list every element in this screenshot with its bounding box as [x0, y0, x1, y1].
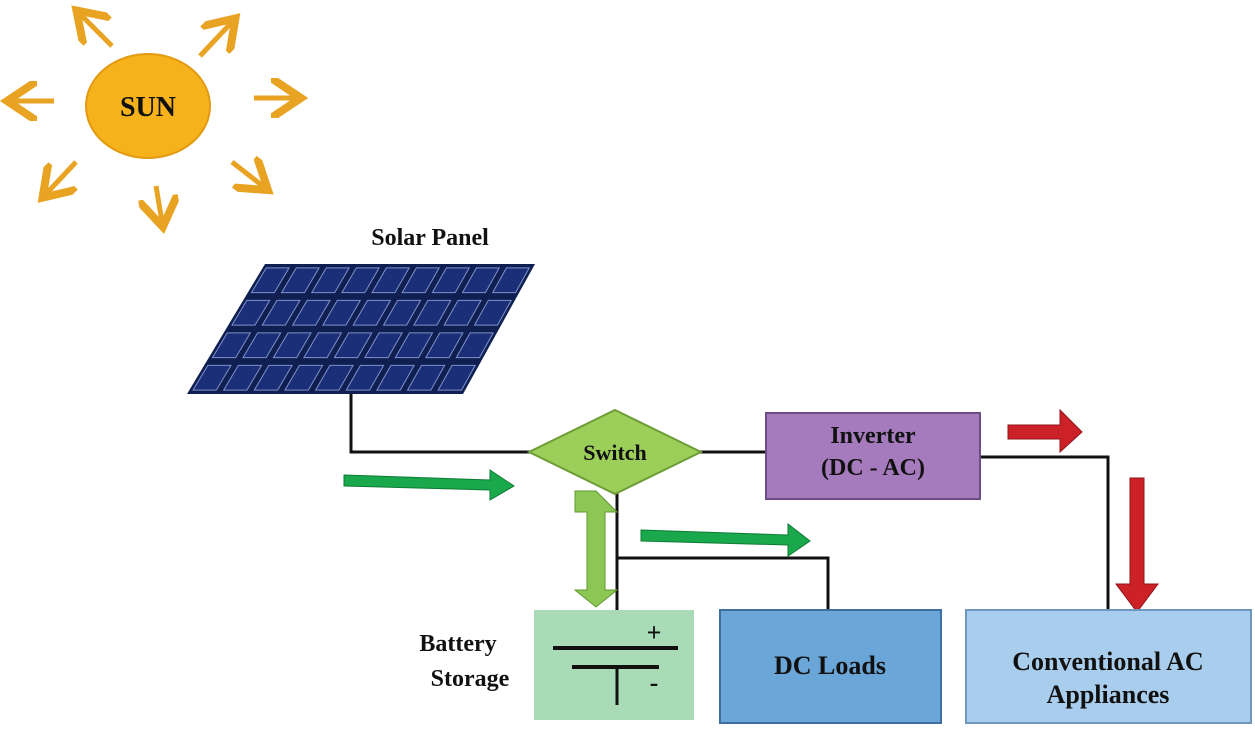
solar-cell [253, 364, 293, 391]
solar-cell [401, 267, 441, 294]
solar-cell [341, 267, 381, 294]
inverter-line2: (DC - AC) [821, 455, 925, 481]
solar-panel: Solar Panel [187, 225, 535, 394]
dc-loads: DC Loads [719, 609, 942, 724]
switch-label: Switch [583, 440, 647, 465]
solar-cell [322, 299, 362, 326]
arrow-battery-bidirectional [573, 490, 619, 608]
sun-rays [12, 14, 296, 222]
solar-cell [473, 299, 513, 326]
sun-ray-down-left [46, 160, 78, 194]
sun-ray-up-right [198, 22, 232, 58]
sun-ray-down-right [230, 162, 264, 187]
solar-cell [280, 267, 320, 294]
solar-panel-frame [187, 264, 535, 394]
ac-appliances-line1: Conventional AC [1012, 647, 1203, 676]
sun: SUN [12, 14, 296, 222]
arrow-to-ac-appliances [1115, 477, 1159, 613]
battery-storage: + - Battery Storage [419, 610, 694, 720]
solar-panel-cells [192, 267, 531, 391]
ac-appliances: Conventional AC Appliances [965, 609, 1252, 724]
battery-minus-sign: - [650, 668, 659, 697]
solar-cell [284, 364, 324, 391]
solar-cell [406, 364, 446, 391]
solar-cell [364, 332, 403, 359]
inverter: Inverter (DC - AC) [765, 412, 981, 500]
flow-arrows [343, 408, 1159, 613]
solar-cell [491, 267, 531, 294]
solar-cell [376, 364, 415, 391]
sun-ray-up-left [80, 14, 114, 48]
battery-label-line1: Battery [419, 631, 496, 657]
solar-cell [192, 364, 232, 391]
solar-cell [250, 267, 290, 294]
solar-cell [437, 364, 477, 391]
switch: Switch [526, 408, 704, 496]
solar-cell [314, 364, 354, 391]
battery-plus-sign: + [647, 618, 662, 647]
solar-panel-title: Solar Panel [371, 225, 489, 251]
solar-cell [455, 332, 495, 359]
solar-cell [461, 267, 501, 294]
arrow-to-dc-loads [640, 522, 811, 557]
dc-loads-box [719, 609, 942, 724]
solar-cell [394, 332, 434, 359]
arrow-inverter-out [1007, 408, 1083, 454]
battery-label-line2: Storage [431, 666, 510, 692]
solar-cell [261, 299, 301, 326]
solar-cell [291, 299, 331, 326]
solar-cell [222, 364, 263, 391]
wire-panel-to-switch [349, 394, 530, 454]
solar-cell [303, 332, 343, 359]
arrow-panel-to-switch [343, 469, 515, 501]
solar-cell [333, 332, 373, 359]
solar-cell [382, 299, 422, 326]
solar-cell [431, 267, 471, 294]
sun-ray-down [156, 185, 162, 222]
solar-cell [272, 332, 312, 359]
ac-appliances-box [965, 609, 1252, 724]
inverter-box [765, 412, 981, 500]
solar-cell [352, 299, 392, 326]
solar-cell [231, 299, 271, 326]
solar-cell [242, 332, 282, 359]
dc-loads-label: DC Loads [774, 651, 886, 680]
switch-diamond [526, 408, 704, 496]
sun-disc [85, 53, 211, 159]
wire-to-dc-loads [617, 556, 830, 610]
solar-cell [310, 267, 350, 294]
wire-inverter-to-ac [980, 455, 1110, 610]
sun-label: SUN [120, 92, 176, 123]
ac-appliances-line2: Appliances [1047, 680, 1170, 709]
solar-cell [412, 299, 452, 326]
solar-cell [371, 267, 411, 294]
solar-cell [425, 332, 464, 359]
solar-cell [211, 332, 252, 359]
solar-cell [345, 364, 385, 391]
solar-cell [443, 299, 482, 326]
inverter-line1: Inverter [830, 423, 916, 449]
